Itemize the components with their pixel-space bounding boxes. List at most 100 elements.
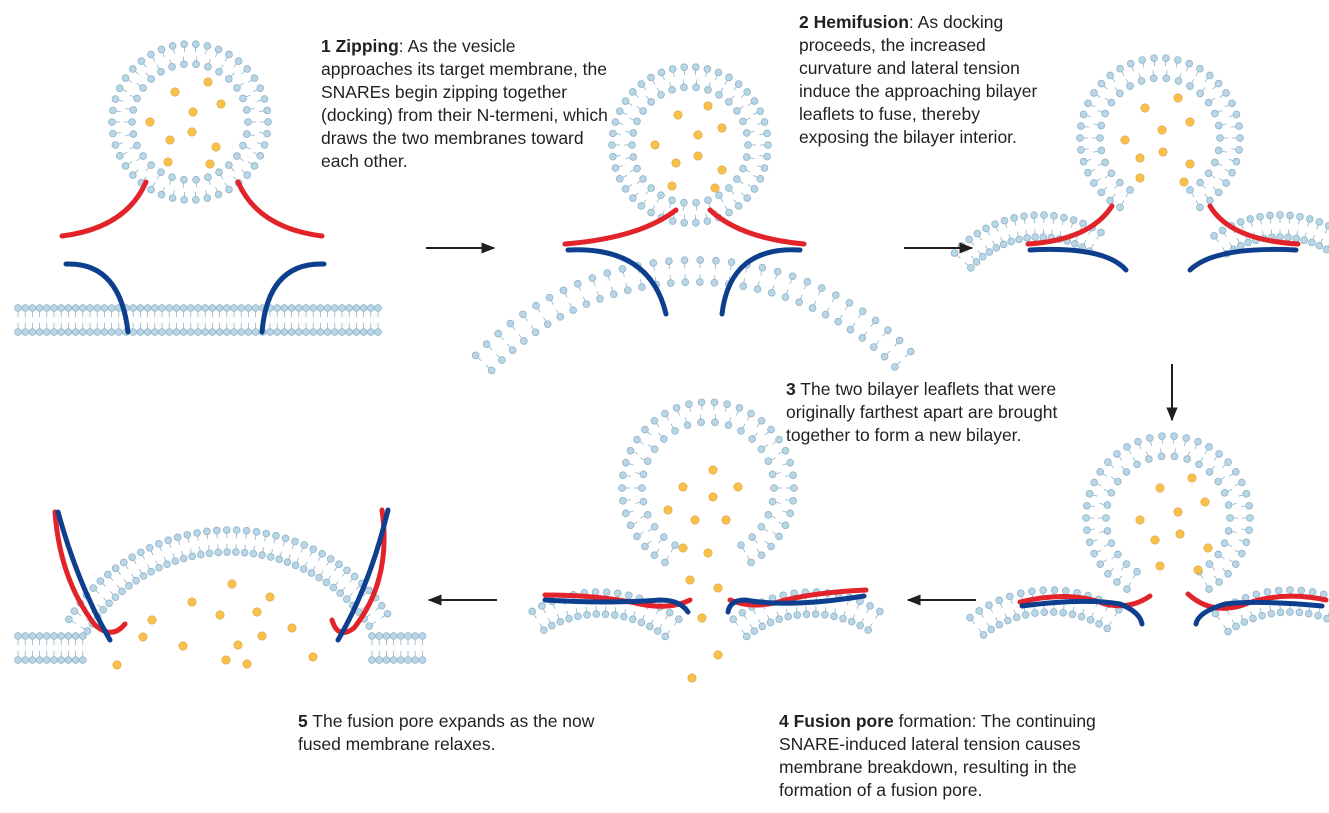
lipid-head — [681, 219, 688, 226]
lipid-head — [134, 142, 141, 149]
vesicle-bilayer — [609, 64, 772, 226]
lipid-head — [295, 329, 302, 336]
lipid-head — [619, 485, 626, 492]
lipid-head — [1236, 147, 1243, 154]
lipid-head — [1232, 468, 1239, 475]
lipid-head — [252, 329, 259, 336]
lipid-head — [1104, 527, 1111, 534]
lipid-head — [1087, 616, 1094, 623]
lipid-head — [301, 542, 308, 549]
lipid-head — [634, 436, 641, 443]
lipid-head — [761, 165, 768, 172]
lipid-head — [697, 257, 704, 264]
panel-new-bilayer — [967, 433, 1329, 638]
lipid-head — [682, 279, 689, 286]
lipid-head — [137, 549, 144, 556]
lipid-head — [267, 554, 274, 561]
lipid-head — [151, 329, 158, 336]
lipid-head — [1215, 80, 1222, 87]
lipid-head — [675, 616, 682, 623]
lipid-head — [648, 185, 655, 192]
lipid-head — [165, 537, 172, 544]
lipid-head — [651, 552, 658, 559]
lipid-head — [215, 191, 222, 198]
lipid-head — [29, 329, 36, 336]
lipid-head — [740, 118, 747, 125]
lipid-head — [1171, 433, 1178, 440]
cargo-molecule — [212, 143, 220, 151]
cargo-molecule — [1180, 178, 1188, 186]
cargo-molecule — [1188, 474, 1196, 482]
lipid-head — [584, 611, 591, 618]
lipid-head — [1206, 586, 1213, 593]
lipid-head — [776, 616, 783, 623]
lipid-head — [726, 74, 733, 81]
cargo-molecule — [679, 544, 687, 552]
lipid-head — [1000, 241, 1007, 248]
lipid-head — [215, 46, 222, 53]
cargo-molecule — [1136, 516, 1144, 524]
cargo-molecule — [258, 632, 266, 640]
lipid-head — [97, 578, 104, 585]
lipid-head — [71, 608, 78, 615]
lipid-head — [822, 311, 829, 318]
lipid-head — [951, 250, 958, 257]
lipid-head — [867, 603, 874, 610]
lipid-head — [317, 305, 324, 312]
lipid-head — [1301, 237, 1308, 244]
lipid-head — [711, 399, 718, 406]
cargo-molecule — [734, 483, 742, 491]
lipid-head — [1205, 170, 1212, 177]
lipid-head — [226, 51, 233, 58]
lipid-head — [130, 131, 137, 138]
lipid-head — [725, 98, 732, 105]
cargo-molecule — [698, 614, 706, 622]
lipid-head — [644, 511, 651, 518]
lipid-head — [300, 566, 307, 573]
lipid-head — [757, 108, 764, 115]
lipid-head — [241, 549, 248, 556]
lipid-head — [339, 305, 346, 312]
lipid-head — [992, 221, 999, 228]
lipid-head — [751, 98, 758, 105]
lipid-head — [58, 657, 65, 664]
lipid-head — [1011, 215, 1018, 222]
lipid-head — [204, 43, 211, 50]
lipid-head — [1264, 589, 1271, 596]
lipid-head — [1316, 219, 1323, 226]
lipid-head — [1085, 100, 1092, 107]
step-number: 5 — [298, 711, 308, 731]
lipid-head — [715, 69, 722, 76]
cargo-molecule — [217, 100, 225, 108]
lipid-head — [202, 329, 209, 336]
lipid-head — [238, 329, 245, 336]
lipid-head — [79, 633, 86, 640]
lipid-head — [705, 86, 712, 93]
lipid-head — [1032, 234, 1039, 241]
lipid-head — [1127, 187, 1134, 194]
lipid-head — [250, 550, 257, 557]
lipid-head — [648, 209, 655, 216]
lipid-head — [58, 633, 65, 640]
lipid-head — [192, 196, 199, 203]
lipid-head — [1223, 180, 1230, 187]
lipid-head — [1233, 623, 1240, 630]
lipid-head — [1216, 450, 1223, 457]
lipid-head — [560, 287, 567, 294]
lipid-head — [751, 628, 758, 635]
lipid-head — [662, 633, 669, 640]
lipid-head — [791, 485, 798, 492]
lipid-head — [639, 284, 646, 291]
lipid-head — [288, 305, 295, 312]
lipid-head — [1215, 122, 1222, 129]
lipid-head — [1103, 515, 1110, 522]
lipid-head — [892, 363, 899, 370]
lipid-head — [281, 329, 288, 336]
lipid-head — [759, 623, 766, 630]
lipid-head — [15, 657, 22, 664]
lipid-head — [726, 209, 733, 216]
lipid-head — [743, 633, 750, 640]
lipid-head — [375, 329, 382, 336]
lipid-head — [1029, 588, 1036, 595]
vesicle-bilayer — [619, 399, 798, 566]
